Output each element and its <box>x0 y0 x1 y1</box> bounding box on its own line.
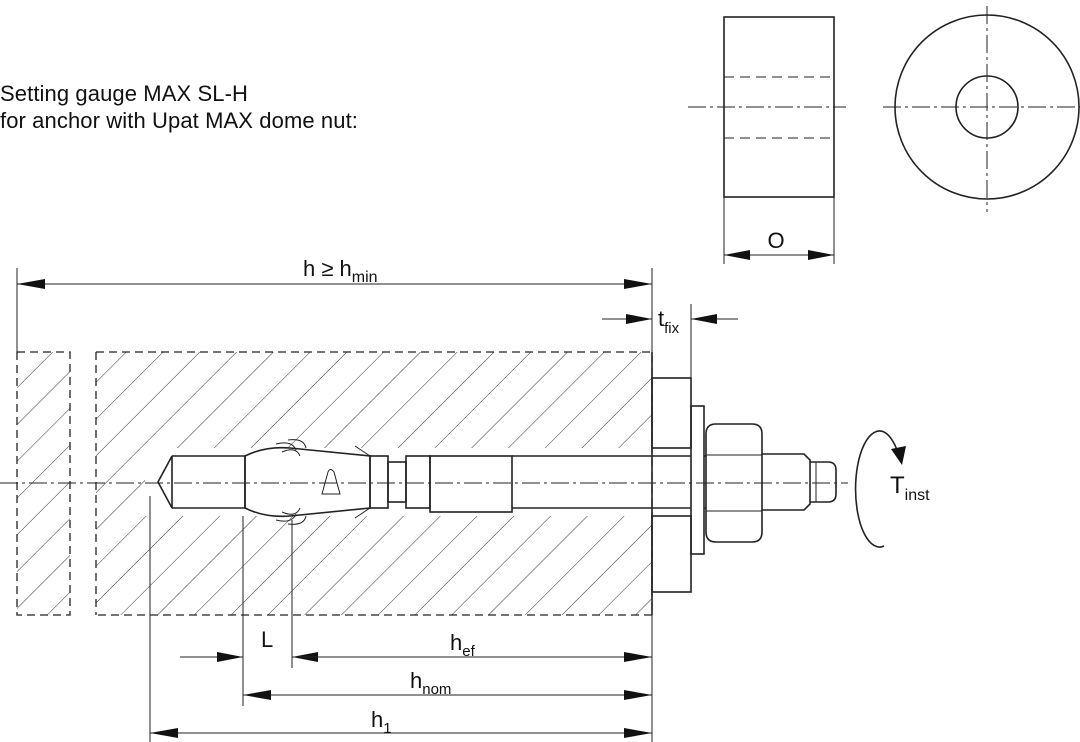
t-fix-sub: fix <box>664 320 680 337</box>
concrete-left-fragment <box>16 351 71 616</box>
anchor-bolt <box>157 439 706 525</box>
h1-label: h1 <box>371 707 392 737</box>
gauge-width-label: O <box>767 228 784 253</box>
dim-hnom-arrow-right <box>624 690 652 700</box>
torque-label: Tinst <box>890 472 930 504</box>
h-min-label: h ≥ hmin <box>303 256 378 286</box>
gauge-end-view <box>883 6 1080 212</box>
fixture <box>651 377 705 593</box>
dim-t-fix-arrow-left <box>626 314 652 324</box>
fixture-plate-top <box>651 377 692 449</box>
torque-symbol: Tinst <box>854 430 930 548</box>
hef-main: h <box>450 630 462 655</box>
dim-L-arrow-left <box>217 652 243 662</box>
nut-assembly <box>705 423 837 543</box>
dim-h-min-arrow-right <box>624 279 652 289</box>
torque-arrowhead <box>891 446 906 465</box>
torque-sub: inst <box>905 487 930 504</box>
dim-hnom-arrow-left <box>243 690 271 700</box>
t-fix-main: t <box>658 306 664 331</box>
dim-t-fix-arrow-right <box>691 314 717 324</box>
h1-main: h <box>371 707 383 732</box>
threaded-end <box>762 453 811 511</box>
hef-sub: ef <box>462 643 475 660</box>
torque-main: T <box>890 472 905 499</box>
fixture-plate-bottom <box>651 515 692 593</box>
bottom-dimensions: L hef hnom h1 <box>149 496 653 742</box>
h1-sub: 1 <box>383 720 391 737</box>
dim-t-fix: tfix <box>602 304 738 378</box>
gauge-side-view: O <box>688 16 846 264</box>
clip-ends <box>354 445 371 519</box>
hex-nut <box>705 423 763 543</box>
L-label: L <box>261 627 273 652</box>
concrete-base <box>16 351 660 616</box>
dim-h-min-arrow-left <box>17 279 45 289</box>
bolt-shank <box>512 455 691 509</box>
dim-h-min: h ≥ hmin <box>16 256 653 352</box>
drill-hole <box>145 448 660 516</box>
hnom-sub: nom <box>422 681 451 698</box>
hnom-main: h <box>410 668 422 693</box>
caption-line-2: for anchor with Upat MAX dome nut: <box>0 108 359 133</box>
hef-label: hef <box>450 630 476 660</box>
anchor-cone-tip <box>157 455 173 509</box>
hnom-label: hnom <box>410 668 451 698</box>
washer <box>690 405 705 555</box>
torque-arc <box>854 430 885 548</box>
gauge-dim-arrow-left <box>724 250 750 260</box>
dim-hef-arrow-right <box>624 652 652 662</box>
clip-window <box>321 469 341 495</box>
concrete-outline <box>96 351 653 616</box>
h-min-sub: min <box>352 269 378 286</box>
bolt-shank-thread <box>429 455 513 513</box>
dome-cap <box>810 461 837 503</box>
dim-h1-arrow-right <box>624 728 652 738</box>
caption: Setting gauge MAX SL-H for anchor with U… <box>0 80 358 134</box>
caption-line-1: Setting gauge MAX SL-H <box>0 81 249 106</box>
gauge-dim-arrow-right <box>808 250 834 260</box>
dim-h1-arrow-left <box>150 728 178 738</box>
h-min-main: h ≥ h <box>303 256 352 281</box>
t-fix-label: tfix <box>658 306 680 337</box>
clip-segments <box>275 439 307 525</box>
